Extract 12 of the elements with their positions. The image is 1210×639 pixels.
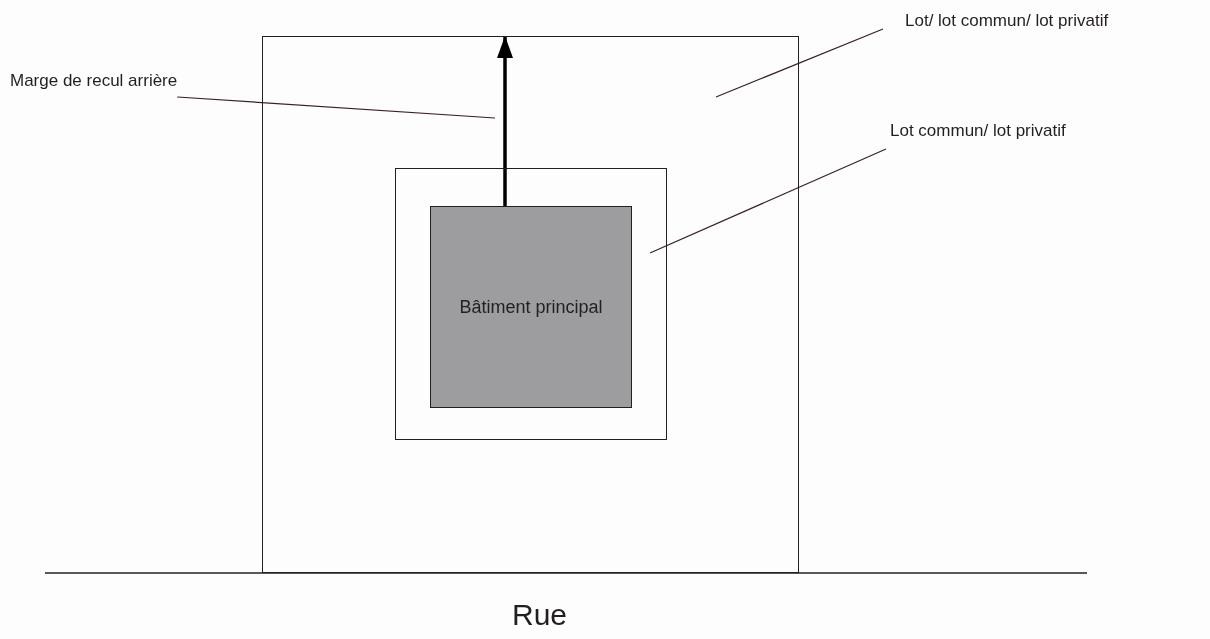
lot-boundary — [262, 36, 799, 573]
callout-text: Lot commun/ lot privatif — [890, 120, 1066, 142]
callout-text: Lot/ lot commun/ lot privatif — [905, 10, 1109, 32]
callout-text: Marge de recul arrière — [10, 70, 178, 92]
street-label: Rue — [512, 598, 568, 632]
leader-line — [176, 96, 496, 119]
leader-line — [649, 148, 887, 254]
arrow — [497, 36, 513, 206]
building-label: Bâtiment principal — [459, 296, 603, 318]
leader-line — [715, 28, 884, 98]
inner-lot-boundary — [395, 168, 667, 440]
building-block — [430, 206, 632, 408]
